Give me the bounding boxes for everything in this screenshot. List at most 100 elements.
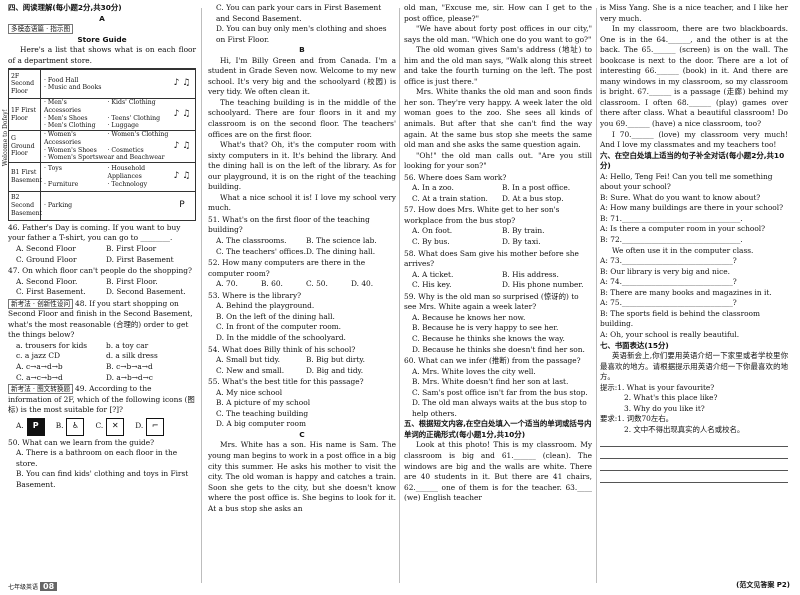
option[interactable]: D. a→b→d→c xyxy=(106,372,153,382)
question-48: 48. If you start shopping on Second Floo… xyxy=(8,298,193,340)
option[interactable]: A. Because he knows her now. xyxy=(412,312,526,322)
option[interactable]: D. At a bus stop. xyxy=(502,193,564,203)
column-4: is Miss Yang. She is a nice teacher, and… xyxy=(600,3,788,485)
option[interactable]: C. New and small. xyxy=(216,365,285,375)
option[interactable]: A. Small but tidy. xyxy=(216,355,281,365)
option[interactable]: B. First Floor xyxy=(106,244,157,253)
option[interactable]: D. In the middle of the schoolyard. xyxy=(216,332,346,342)
q48-item: d. a silk dress xyxy=(106,351,158,361)
option[interactable]: C. a→c→b→d xyxy=(16,372,63,382)
option[interactable]: B. Big but dirty. xyxy=(306,355,365,365)
option[interactable]: A. 70. xyxy=(216,279,238,289)
option[interactable]: B. First Floor. xyxy=(106,276,158,286)
option[interactable]: C. At a train station. xyxy=(412,193,488,203)
cloze-passage[interactable]: is Miss Yang. She is a nice teacher, and… xyxy=(600,3,788,23)
dialog-blank[interactable]: A: 74.______________________________? xyxy=(600,277,737,287)
floor-item: · Women's Clothing xyxy=(107,131,169,139)
option[interactable]: B. By train. xyxy=(502,226,545,236)
option[interactable]: B. Because he is very happy to see her. xyxy=(412,323,559,333)
option[interactable]: D. A big computer room xyxy=(216,419,306,429)
option[interactable]: D. 40. xyxy=(351,279,374,289)
option[interactable]: C. The teaching building xyxy=(216,408,309,418)
option[interactable]: C. By bus. xyxy=(412,237,450,247)
option[interactable]: B. His address. xyxy=(502,269,559,279)
option[interactable]: D. Big and tidy. xyxy=(306,365,364,375)
question-52: 52. How many computers are there in the … xyxy=(208,258,366,278)
dialog-blank[interactable]: A: 75.______________________________? xyxy=(600,298,737,308)
option[interactable]: A. The classrooms. xyxy=(216,236,287,246)
option[interactable]: A. In a zoo. xyxy=(412,183,454,193)
option[interactable]: C. His key. xyxy=(412,280,452,290)
option[interactable]: B. c→b→a→d xyxy=(106,362,153,372)
option[interactable]: A. xyxy=(16,421,24,431)
q48-item: a. trousers for kids xyxy=(16,340,88,350)
writing-requirement: 要求:1. 词数70左右。 xyxy=(600,414,674,424)
option[interactable]: A. A ticket. xyxy=(412,269,454,279)
option[interactable]: D. First Basement xyxy=(106,254,174,264)
cloze-passage[interactable]: In my classroom, there are two blackboar… xyxy=(600,24,788,129)
section4-heading: 四、阅读理解(每小题2分,共30分) xyxy=(8,3,122,12)
section5-heading: 五、根据短文内容,在空白处填入一个适当的单词或括号内单词的正确形式(每小题1分,… xyxy=(404,419,592,439)
option[interactable]: B. You can find kids' clothing and toys … xyxy=(16,469,189,489)
option[interactable]: B. xyxy=(55,421,64,431)
writing-line[interactable] xyxy=(600,449,788,460)
option[interactable]: A. c→a→d→b xyxy=(16,362,63,372)
option[interactable]: B. A picture of my school xyxy=(216,398,311,408)
option[interactable]: C. First Basement. xyxy=(16,287,86,297)
option[interactable]: A. My nice school xyxy=(216,387,283,397)
option[interactable]: D. Second Basement. xyxy=(106,287,186,297)
option[interactable]: D. By taxi. xyxy=(502,237,541,247)
option[interactable]: C. You can park your cars in First Basem… xyxy=(216,3,382,23)
option[interactable]: D. Because he thinks she doesn't find he… xyxy=(412,344,585,354)
option[interactable]: D. xyxy=(135,421,144,431)
option[interactable]: B. The science lab. xyxy=(306,236,377,246)
option[interactable]: B. Mrs. White doesn't find her son at la… xyxy=(412,377,569,387)
floor-item: · Men's Clothing xyxy=(44,122,96,130)
column-3: old man, "Excuse me, sir. How can I get … xyxy=(404,3,592,504)
floor-item: · Kids' Clothing xyxy=(107,99,156,107)
option[interactable]: C. Sam's post office isn't far from the … xyxy=(412,387,588,397)
writing-line[interactable] xyxy=(600,461,788,472)
passage-paragraph: "We have about forty post offices in our… xyxy=(404,24,592,44)
writing-line[interactable] xyxy=(600,473,788,484)
cloze-passage[interactable]: I 70.______ (love) my classroom very muc… xyxy=(600,129,788,150)
passage-paragraph: The old woman gives Sam's address (地址) t… xyxy=(404,45,592,86)
q48-item: c. a jazz CD xyxy=(16,351,61,361)
option[interactable]: C. 50. xyxy=(306,279,328,289)
page-number: 08 xyxy=(40,582,58,591)
question-59: 59. Why is the old man so surprised (惊讶的… xyxy=(404,291,579,312)
dialog-blank[interactable]: A: 73.______________________________? xyxy=(600,256,737,266)
option[interactable]: D. The dining hall. xyxy=(306,246,376,256)
option[interactable]: C. xyxy=(95,421,104,431)
option[interactable]: B. On the left of the dining hall. xyxy=(216,311,335,321)
restroom-icon: ♪ ♫ xyxy=(173,171,191,182)
option[interactable]: B. In a post office. xyxy=(502,183,571,193)
option[interactable]: A. Behind the playground. xyxy=(216,301,315,311)
option[interactable]: D. His phone number. xyxy=(502,280,584,290)
footer-label: 七年级英语 xyxy=(8,584,39,591)
option[interactable]: B. 60. xyxy=(261,279,283,289)
option[interactable]: A. Second Floor. xyxy=(16,276,78,286)
option[interactable]: C. In front of the computer room. xyxy=(216,322,342,332)
floor-name: B2 Second Basement xyxy=(9,191,42,220)
page-footer: 七年级英语 08 xyxy=(8,582,58,591)
cloze-passage[interactable]: Look at this photo! This is my classroom… xyxy=(404,440,592,503)
dialog-blank[interactable]: B: 71.________________________________. xyxy=(600,213,743,223)
option[interactable]: D. You can buy only men's clothing and s… xyxy=(216,24,387,44)
dialog-blank[interactable]: B: 72.________________________________. xyxy=(600,235,743,245)
writing-prompt: 提示:1. What is your favourite? xyxy=(600,382,715,392)
floor-item: · Food Hall xyxy=(44,76,79,84)
option[interactable]: C. The teachers' offices. xyxy=(216,246,306,256)
option[interactable]: D. The old man always waits at the bus s… xyxy=(412,398,587,418)
question-46: 46. Father's Day is coming. If you want … xyxy=(8,222,181,243)
passage-b-label: B xyxy=(299,45,305,55)
writing-line[interactable] xyxy=(600,437,788,448)
option[interactable]: A. On foot. xyxy=(412,226,453,236)
guide-title: Store Guide xyxy=(77,34,127,44)
option[interactable]: A. There is a bathroom on each floor in … xyxy=(16,448,178,468)
option[interactable]: C. Ground Floor xyxy=(16,254,77,264)
option[interactable]: A. Mrs. White loves the city well. xyxy=(412,366,536,376)
option[interactable]: A. Second Floor xyxy=(16,244,76,253)
option[interactable]: C. Because he thinks she knows the way. xyxy=(412,333,565,343)
